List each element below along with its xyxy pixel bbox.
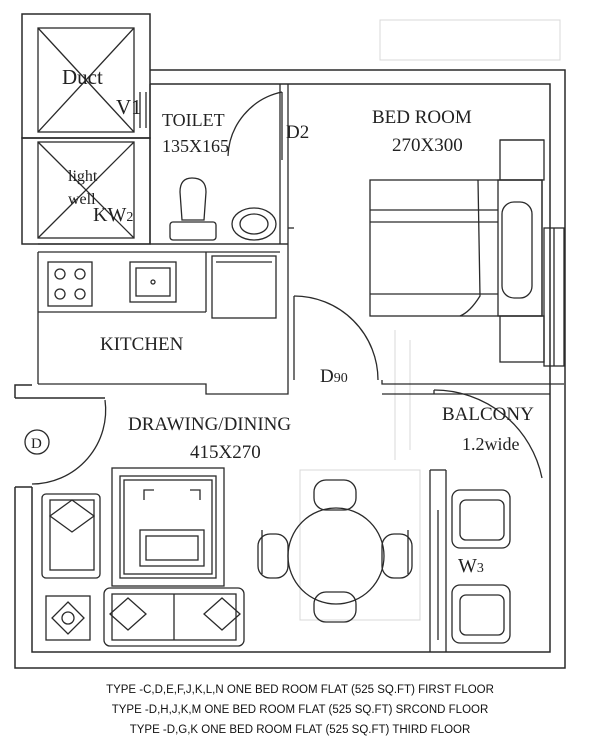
sink-icon [129,261,177,303]
light-well-label-2: well [68,191,96,208]
stove-icon [47,261,93,307]
kitchen-counter [37,243,289,395]
wash-basin-icon [231,207,277,241]
caption-second-floor: TYPE -D,H,J,K,M ONE BED ROOM FLAT (525 S… [111,704,489,716]
bedroom-size: 270X300 [392,135,463,156]
d2-label: D2 [286,122,309,143]
outer-walls [14,69,566,669]
bedroom-label: BED ROOM [372,107,472,128]
toilet-label: TOILET [162,110,225,130]
balcony-size: 1.2wide [462,434,520,454]
duct-label: Duct [62,65,103,89]
v1-label: V1 [116,95,142,119]
door-d-label: D [31,436,42,452]
armchair-icon [41,493,101,579]
background-bleed [299,19,561,621]
kitchen-label: KITCHEN [100,334,184,355]
fridge-icon [211,255,277,319]
side-table-icon [45,595,91,641]
light-well-label-1: light [68,168,98,185]
toilet-size: 135X165 [162,136,229,156]
balcony-chair-icon [451,489,511,549]
kw2-label: KW2 [93,204,133,226]
sofa-icon [103,587,245,647]
drawing-dining-room [31,399,413,647]
rug-icon [111,467,225,587]
drawing-size: 415X270 [190,442,261,463]
drawing-label: DRAWING/DINING [128,414,291,435]
bedroom-room [288,139,565,395]
floor-plan: Duct V1 light well KW2 TOILET 135X165 D2… [14,13,566,669]
caption-third-floor: TYPE -D,G,K ONE BED ROOM FLAT (525 SQ.FT… [129,724,471,736]
dining-table-icon [287,507,385,605]
balcony-label: BALCONY [442,404,534,425]
balcony-area [429,389,543,652]
balcony-chair-icon [451,584,511,644]
d90-label: D90 [320,366,348,387]
w3-label: W3 [458,555,484,577]
caption-first-floor: TYPE -C,D,E,F,J,K,L,N ONE BED ROOM FLAT … [106,684,494,696]
duct-block [21,13,151,245]
bed-icon [369,179,543,317]
coffee-table-icon [139,529,205,567]
wc-icon [179,177,207,221]
door-marker-icon [24,429,50,455]
